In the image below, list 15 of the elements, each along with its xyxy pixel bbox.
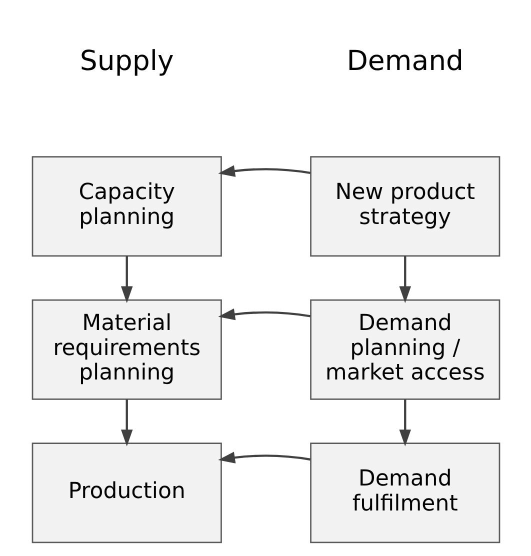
node-box: New product strategy [310, 156, 500, 257]
arrow [398, 399, 411, 446]
arrow [398, 256, 411, 304]
node-box: Material requirements planning [31, 299, 222, 400]
label: Demand [346, 44, 464, 77]
label: Supply [79, 44, 174, 77]
node-box: Capacity planning [31, 156, 222, 257]
arrow [120, 256, 132, 304]
arrow [218, 452, 310, 464]
node-box: Demand fulfilment [310, 442, 500, 544]
arrow [218, 165, 310, 177]
node-box: Demand planning / market access [310, 299, 500, 400]
arrow [218, 308, 310, 320]
node-box: Production [31, 442, 222, 544]
arrow [120, 399, 132, 446]
